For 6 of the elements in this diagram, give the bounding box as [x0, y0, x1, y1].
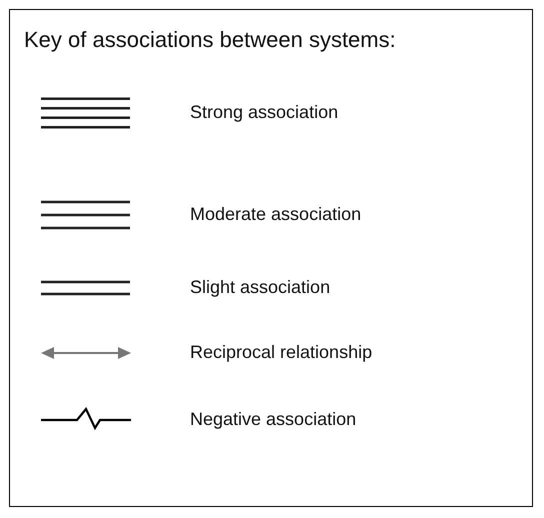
legend-label: Moderate association [190, 204, 362, 225]
legend-label: Slight association [190, 277, 330, 298]
legend-title: Key of associations between systems: [24, 27, 396, 53]
legend-label: Negative association [190, 409, 356, 430]
legend-label: Strong association [190, 102, 338, 123]
legend-label: Reciprocal relationship [190, 342, 372, 363]
